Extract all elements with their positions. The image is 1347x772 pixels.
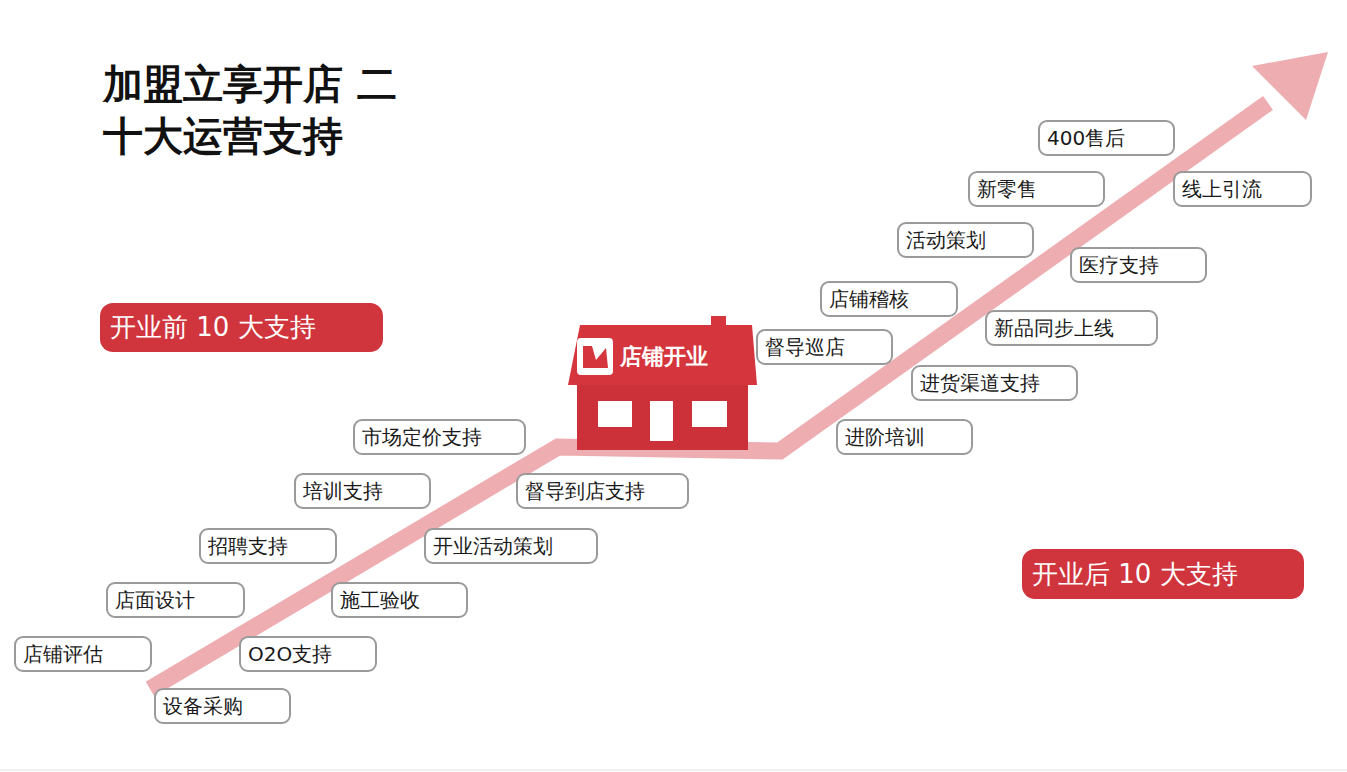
house-window [598,401,632,427]
support-label: 新零售 [977,176,1037,203]
support-label: 培训支持 [303,478,383,505]
support-label: 店铺评估 [23,641,103,668]
support-box: 新零售 [968,171,1105,207]
support-label: 医疗支持 [1079,252,1159,279]
house-window [692,401,727,427]
arrow-head [1252,52,1328,120]
store-opening-house: 店铺开业 [566,314,760,454]
support-box: 活动策划 [897,222,1034,258]
phase-label: 开业前 10 大支持 [110,310,316,345]
support-box: O2O支持 [239,636,377,672]
support-box: 店铺稽核 [820,281,958,317]
support-label: 开业活动策划 [433,533,553,560]
support-label: 新品同步上线 [994,315,1114,342]
footer-rule [0,770,1347,771]
phase-badge: 开业前 10 大支持 [100,303,383,352]
support-box: 督导到店支持 [516,473,689,509]
support-label: 督导到店支持 [525,478,645,505]
support-box: 进阶培训 [836,419,973,455]
house-body [577,385,748,450]
page-title: 加盟立享开店 二十大运营支持 [103,58,423,162]
support-label: 进阶培训 [845,424,925,451]
house-label: 店铺开业 [620,342,708,372]
support-box: 招聘支持 [199,528,337,564]
growth-arrow-band [150,103,1268,689]
support-box: 进货渠道支持 [911,365,1078,401]
support-box: 设备采购 [154,688,291,724]
support-label: 店铺稽核 [829,286,909,313]
support-box: 市场定价支持 [353,419,526,455]
support-box: 400售后 [1038,120,1175,156]
support-label: 设备采购 [163,693,243,720]
phase-badge: 开业后 10 大支持 [1022,549,1304,599]
support-label: 400售后 [1047,125,1125,152]
house-roof [568,325,757,385]
support-box: 医疗支持 [1070,247,1207,283]
support-label: 施工验收 [340,587,420,614]
support-label: 招聘支持 [208,533,288,560]
support-label: 市场定价支持 [362,424,482,451]
house-window [650,401,673,441]
support-box: 店面设计 [106,582,245,618]
support-label: 督导巡店 [765,334,845,361]
house-shape [566,314,760,454]
support-box: 督导巡店 [756,329,893,365]
support-label: 活动策划 [906,227,986,254]
support-label: 店面设计 [115,587,195,614]
support-box: 线上引流 [1173,171,1312,207]
brand-logo [577,338,613,375]
support-box: 店铺评估 [14,636,152,672]
phase-label: 开业后 10 大支持 [1032,557,1238,592]
support-label: O2O支持 [248,641,332,668]
support-box: 开业活动策划 [424,528,598,564]
support-box: 施工验收 [331,582,468,618]
support-label: 线上引流 [1182,176,1262,203]
support-box: 培训支持 [294,473,431,509]
support-box: 新品同步上线 [985,310,1158,346]
support-label: 进货渠道支持 [920,370,1040,397]
brand-logo-mark [583,346,608,368]
